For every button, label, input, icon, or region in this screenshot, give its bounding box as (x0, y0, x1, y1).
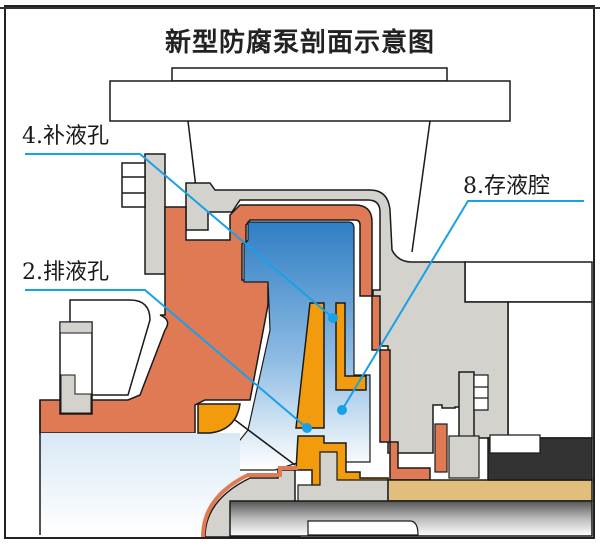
seal-block-left-lower (60, 374, 92, 414)
seal-block-left-top (59, 321, 93, 334)
seal-notch (489, 434, 541, 454)
leader-dot-8 (337, 405, 347, 415)
leader-dot-2 (302, 423, 312, 433)
gland-body (448, 435, 480, 479)
gland-lining (434, 423, 448, 473)
impeller-hub (295, 435, 389, 489)
bracket-upper (464, 261, 593, 303)
label-drain-hole: 2.排液孔 (22, 260, 109, 285)
shaft-key (307, 520, 419, 536)
leader-dot-4 (328, 313, 338, 323)
bracket-inner (507, 301, 593, 439)
hex-nut-icon (121, 162, 146, 208)
label-storage-chamber: 8.存液腔 (463, 174, 550, 199)
outlet-flange (109, 80, 511, 122)
diagram-title: 新型防腐泵剖面示意图 (164, 28, 435, 58)
shaft-sleeve (387, 479, 593, 502)
gland-bolt-plate (458, 371, 475, 447)
label-refill-hole: 4.补液孔 (22, 124, 109, 149)
seal-housing-lining (201, 466, 298, 538)
impeller-shroud-left (197, 403, 241, 434)
outlet-flange-top (171, 67, 448, 82)
impeller-vane-line (234, 419, 296, 466)
border-frame (4, 5, 595, 539)
impeller-back-shroud (335, 302, 367, 391)
outlet-neck-left (187, 120, 197, 189)
pump-casing-lining (39, 204, 431, 481)
gland-nut-icon (473, 374, 489, 411)
leader-line-2 (25, 289, 308, 429)
leader-line-8 (341, 200, 584, 411)
leader-line-4 (25, 153, 334, 319)
outlet-neck-right (411, 120, 431, 253)
impeller-blade-main (295, 302, 325, 429)
